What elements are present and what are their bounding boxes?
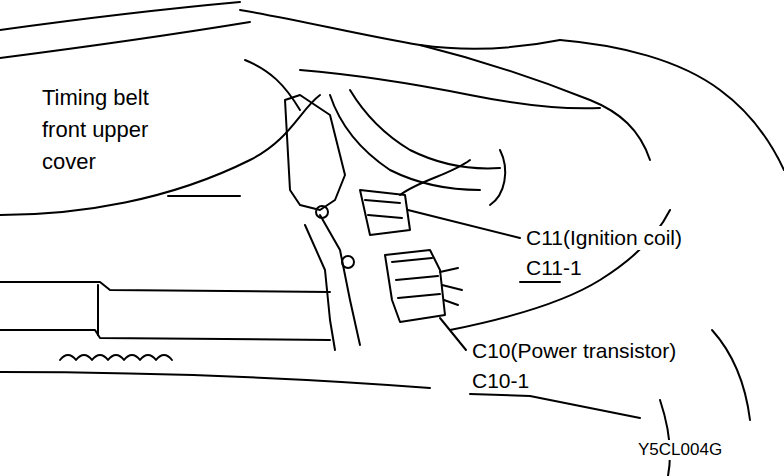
lower-edge — [0, 372, 430, 388]
part-label: Timing belt front upper cover — [40, 82, 176, 178]
bolt — [316, 206, 328, 218]
leader-line — [168, 195, 240, 197]
lower-band — [0, 330, 330, 340]
hose — [490, 150, 505, 205]
coil-connector — [360, 190, 410, 235]
coil-connector — [365, 200, 402, 218]
figure-code: Y5CL004G — [636, 440, 724, 460]
connector-label: C10(Power transistor) — [470, 339, 678, 363]
engine-edge — [660, 400, 670, 476]
connector-number: C10-1 — [470, 369, 531, 393]
leader-line — [440, 318, 466, 350]
wire — [400, 160, 470, 195]
bracket — [285, 95, 345, 210]
lower-band — [0, 282, 330, 292]
scallop-row — [60, 355, 172, 360]
intake-pipe — [240, 10, 560, 49]
lower-band — [97, 285, 99, 335]
transistor-connector — [392, 258, 440, 298]
leader-line — [408, 210, 520, 238]
wire — [440, 268, 462, 305]
intake-pipe — [420, 45, 650, 160]
hose — [350, 90, 500, 168]
hose-outline — [0, 2, 240, 30]
connector-number: C11-1 — [524, 256, 584, 280]
intake-pipe — [560, 40, 784, 170]
cover-outline — [245, 60, 300, 110]
bracket-arm — [305, 225, 335, 350]
transistor-connector — [385, 250, 445, 322]
hose-outline — [0, 22, 250, 58]
connector-label: C11(Ignition coil) — [524, 226, 684, 250]
hose — [330, 95, 480, 190]
engine-edge — [712, 330, 750, 420]
intake-pipe — [300, 70, 600, 108]
bolt — [342, 256, 354, 268]
